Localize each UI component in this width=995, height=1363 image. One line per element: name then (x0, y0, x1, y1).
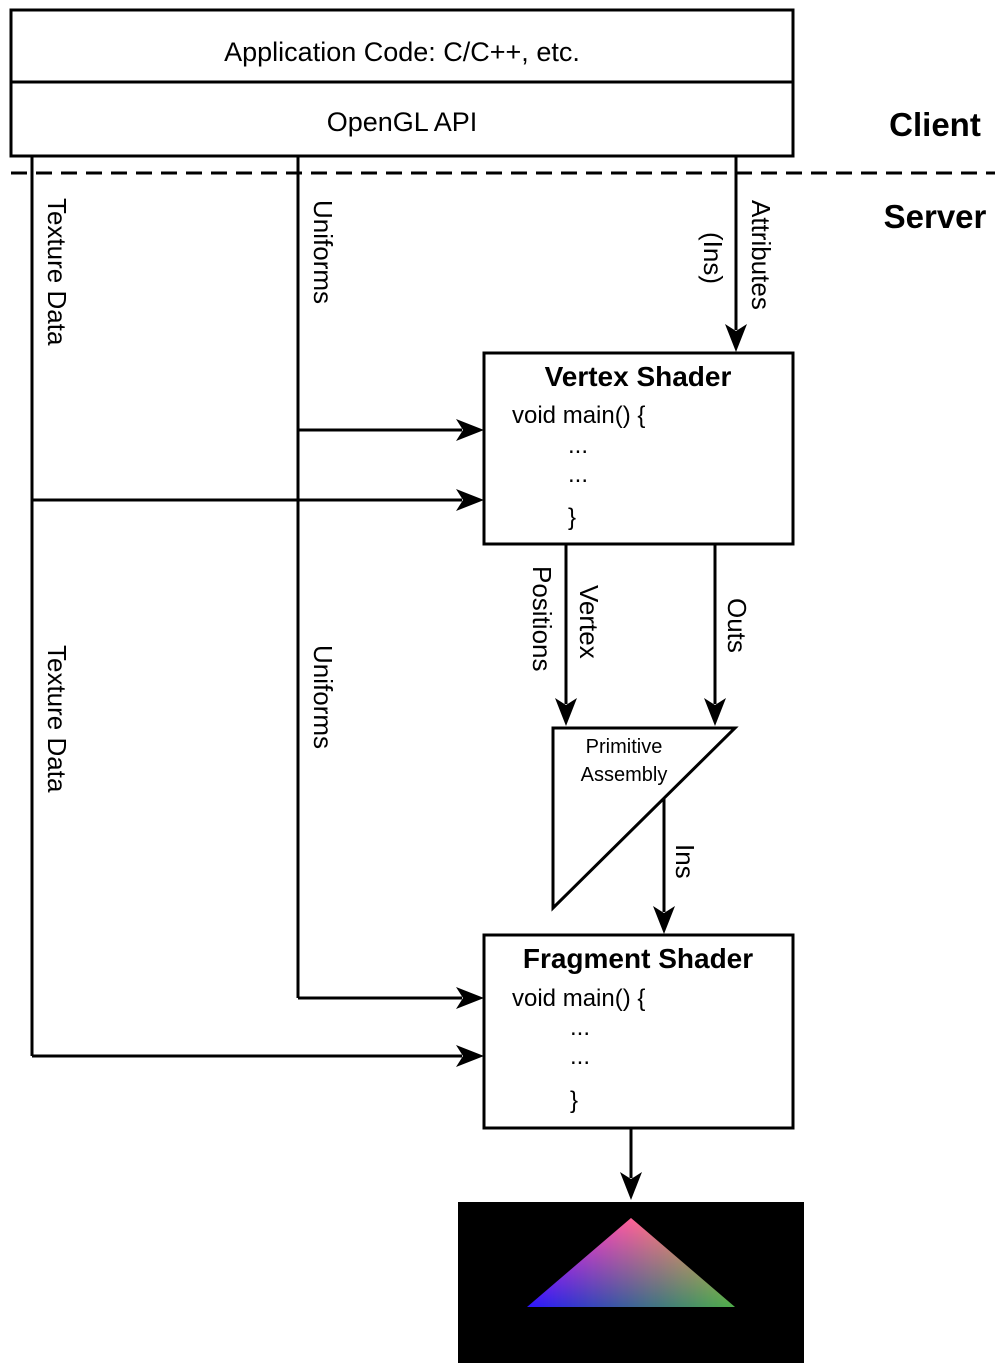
fragment-shader: Fragment Shader void main() { ... ... } (484, 935, 793, 1128)
texture-data-label-top: Texture Data (42, 198, 72, 346)
uniforms-label-top: Uniforms (308, 200, 338, 304)
fragment-shader-title: Fragment Shader (523, 943, 753, 974)
opengl-api-label: OpenGL API (327, 107, 478, 137)
application-code-label: Application Code: C/C++, etc. (224, 37, 580, 67)
primitive-assembly-label-line1: Primitive (586, 736, 663, 758)
primitive-assembly: Primitive Assembly (553, 728, 735, 908)
vertex-code-line: ... (568, 432, 588, 459)
fragment-code-line: void main() { (512, 985, 645, 1012)
ins-flow: Ins (653, 799, 700, 934)
attributes-flow: Attributes (Ins) (698, 156, 776, 352)
vertex-label: Vertex (574, 585, 604, 659)
texture-data-label-bottom: Texture Data (42, 645, 72, 793)
client-stack: Application Code: C/C++, etc. OpenGL API (11, 10, 793, 156)
output-flow (620, 1128, 642, 1200)
vertex-to-assembly-flows: Vertex Positions Outs (527, 544, 752, 726)
uniforms-flow: Uniforms Uniforms (298, 156, 484, 1009)
fragment-code-line: ... (570, 1043, 590, 1070)
vertex-code-line: } (568, 504, 576, 531)
ins-paren-label: (Ins) (698, 232, 728, 284)
texture-data-flow: Texture Data Texture Data (32, 156, 484, 1067)
vertex-code-line: ... (568, 461, 588, 488)
fragment-code-line: ... (570, 1014, 590, 1041)
uniforms-label-bottom: Uniforms (308, 645, 338, 749)
server-zone-label: Server (884, 198, 987, 235)
rendered-output (458, 1202, 804, 1363)
vertex-shader: Vertex Shader void main() { ... ... } (484, 353, 793, 544)
attributes-label: Attributes (746, 200, 776, 310)
client-zone-label: Client (889, 106, 981, 143)
vertex-shader-title: Vertex Shader (545, 361, 732, 392)
ins-label: Ins (670, 844, 700, 879)
vertex-code-line: void main() { (512, 402, 645, 429)
fragment-code-line: } (570, 1087, 578, 1114)
outs-label: Outs (722, 598, 752, 653)
primitive-assembly-label-line2: Assembly (581, 764, 668, 786)
positions-label: Positions (527, 566, 557, 672)
